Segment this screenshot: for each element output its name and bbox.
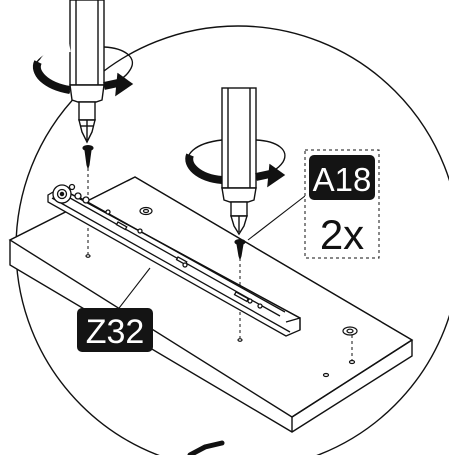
screw-icon (82, 144, 94, 170)
board-holes (85, 206, 358, 378)
part-label-screw-text: A18 (313, 161, 372, 198)
drawer-rail (47, 183, 301, 337)
bottom-stroke (187, 440, 225, 455)
rotation-arrow-icon (185, 139, 286, 188)
quantity-text: 2x (320, 211, 364, 258)
screwdriver-icon (221, 87, 257, 236)
leader-lines (115, 195, 306, 313)
screw-callout: A18 2x (304, 149, 380, 259)
part-label-rail-text: Z32 (86, 313, 145, 351)
part-label-rail: Z32 (77, 308, 153, 352)
rotation-arrow-icon (32, 44, 134, 97)
screwdriver-icon (69, 0, 105, 144)
screw-icon (234, 238, 246, 261)
